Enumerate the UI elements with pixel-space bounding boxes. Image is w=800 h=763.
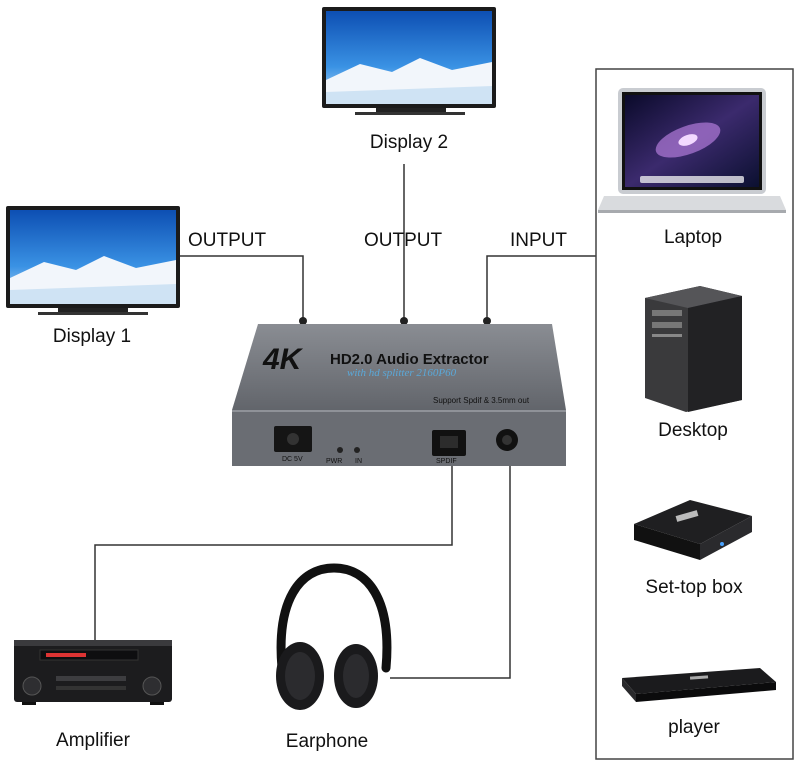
amplifier-label: Amplifier xyxy=(56,730,130,751)
laptop-label: Laptop xyxy=(663,227,723,248)
port-in-label: IN xyxy=(355,458,362,465)
wire-earphone xyxy=(390,458,511,679)
wire-amplifier xyxy=(94,458,453,640)
wire-display1 xyxy=(180,255,304,320)
media-player-icon xyxy=(622,668,776,702)
settop-label: Set-top box xyxy=(645,577,743,598)
display1-tv-icon xyxy=(6,206,180,315)
laptop-icon xyxy=(598,88,786,213)
headphones-icon xyxy=(276,563,392,710)
port-spdif-label: SPDIF xyxy=(436,458,457,465)
connector-dot-output-center xyxy=(400,317,408,325)
set-top-box-icon xyxy=(634,500,752,560)
port-pwr-label: PWR xyxy=(326,458,343,465)
device-subtitle: with hd splitter 2160P60 xyxy=(347,367,457,379)
input-label: INPUT xyxy=(510,230,567,251)
device-4k-badge: 4K xyxy=(263,343,302,376)
device-title: HD2.0 Audio Extractor xyxy=(330,351,489,368)
earphone-label: Earphone xyxy=(285,731,369,752)
audio-extractor-device xyxy=(232,324,566,466)
device-support-text: Support Spdif & 3.5mm out xyxy=(433,396,530,405)
port-dc-label: DC 5V xyxy=(282,456,303,463)
desktop-label: Desktop xyxy=(658,420,728,441)
amplifier-icon xyxy=(14,640,172,705)
display1-label: Display 1 xyxy=(52,326,132,347)
output-label-center: OUTPUT xyxy=(364,230,443,251)
source-group-frame xyxy=(595,68,794,760)
display2-label: Display 2 xyxy=(369,132,449,153)
display2-tv-icon xyxy=(322,7,496,115)
output-label-left: OUTPUT xyxy=(188,230,267,251)
connector-dot-output-left xyxy=(299,317,307,325)
wire-input xyxy=(486,255,596,320)
connector-dot-input xyxy=(483,317,491,325)
desktop-icon xyxy=(645,286,742,412)
player-label: player xyxy=(668,717,720,738)
